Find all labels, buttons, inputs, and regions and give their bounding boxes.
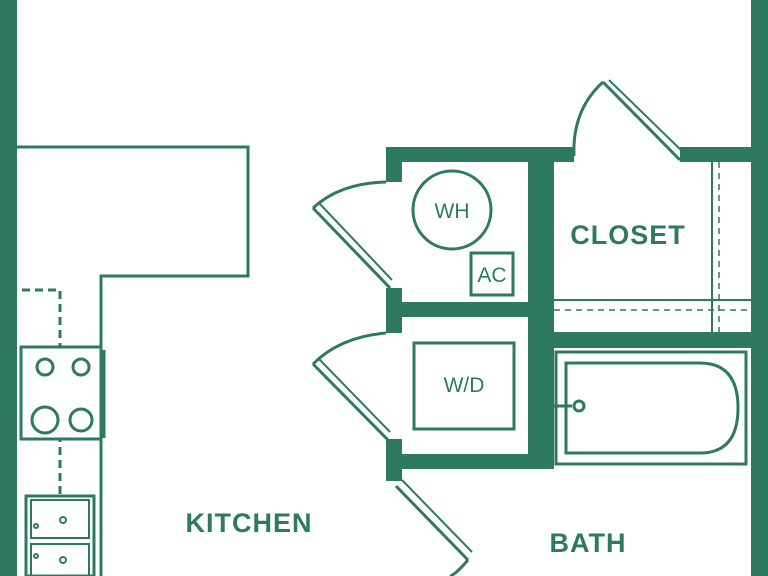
door-water-heater bbox=[311, 180, 393, 290]
cooktop bbox=[19, 345, 106, 441]
kitchen-sink bbox=[24, 494, 96, 576]
washer-dryer-label: W/D bbox=[444, 374, 485, 397]
room-label-closet: CLOSET bbox=[570, 220, 686, 250]
door-bath bbox=[394, 479, 473, 576]
burner bbox=[35, 357, 55, 377]
exterior-wall-left bbox=[0, 0, 17, 576]
ac-unit-label: AC bbox=[477, 264, 506, 287]
room-label-kitchen: KITCHEN bbox=[186, 508, 313, 538]
burner bbox=[68, 407, 94, 433]
bathtub bbox=[554, 350, 748, 466]
room-label-bath: BATH bbox=[550, 528, 627, 558]
burner bbox=[30, 405, 60, 435]
exterior-wall-right bbox=[751, 0, 768, 576]
water-heater bbox=[411, 169, 493, 251]
closet-shelving bbox=[554, 162, 751, 332]
water-heater-label: WH bbox=[435, 200, 470, 223]
ac-unit bbox=[469, 251, 515, 297]
counter-dashed-line bbox=[22, 288, 62, 576]
door-washer-dryer bbox=[311, 331, 391, 442]
interior-walls bbox=[386, 147, 751, 481]
burner bbox=[71, 357, 91, 377]
washer-dryer bbox=[412, 341, 516, 431]
door-closet bbox=[572, 79, 685, 162]
